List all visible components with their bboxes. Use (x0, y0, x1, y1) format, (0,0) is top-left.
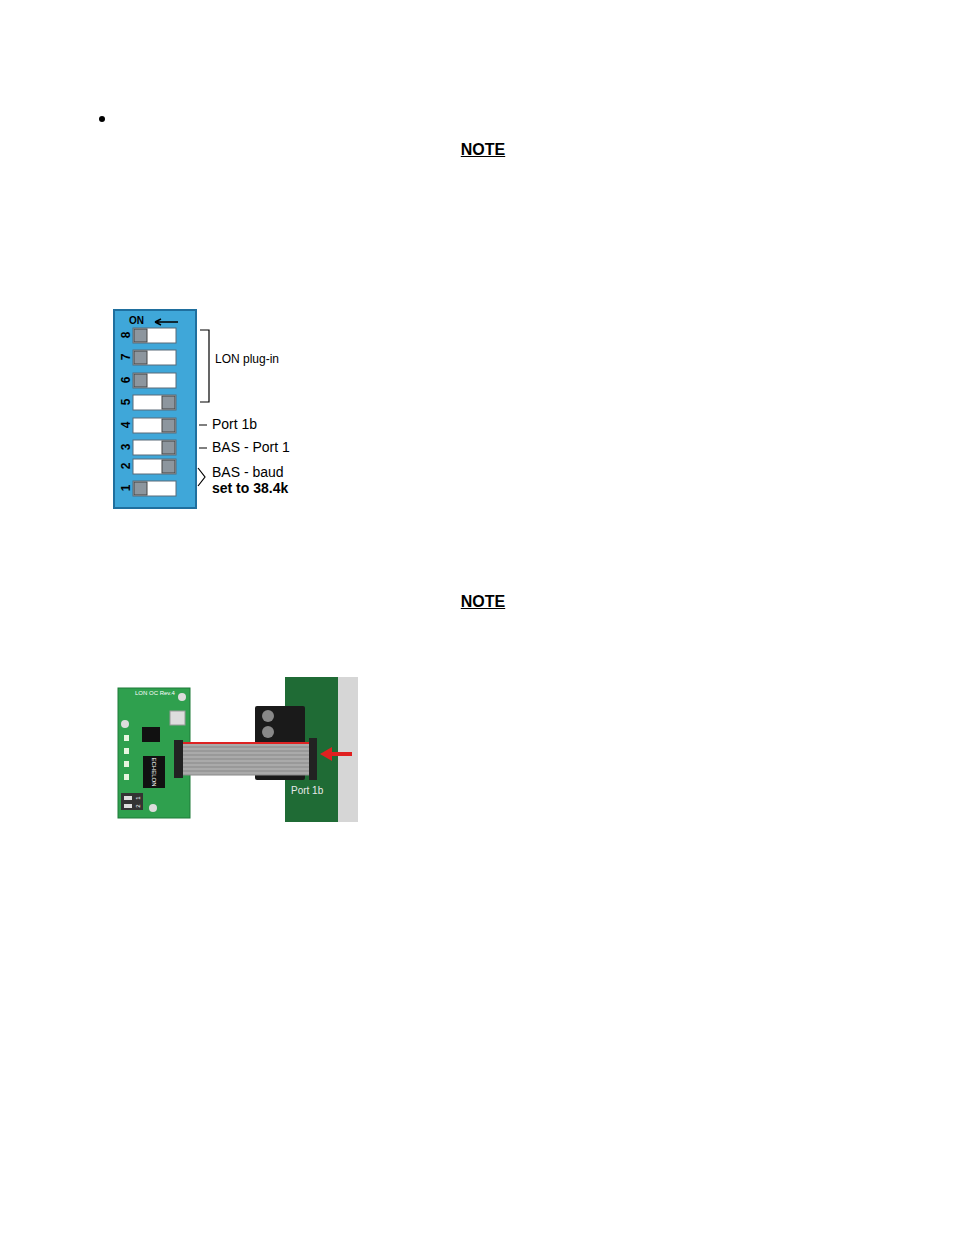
echelon-chip (143, 756, 165, 788)
label: 2 (120, 463, 132, 470)
label: 2 (135, 804, 141, 807)
label: 6 (120, 377, 132, 384)
ribbon-red-wire (183, 742, 311, 744)
terminal-screw (262, 726, 274, 738)
small-switch (121, 793, 143, 810)
red-arrow-head (320, 747, 332, 761)
component (170, 711, 185, 725)
connector (174, 740, 183, 778)
lon-board (118, 688, 190, 818)
note-heading: NOTE (461, 594, 505, 610)
ribbon-cable (183, 743, 311, 775)
dip-switch-body (114, 310, 196, 508)
tick-lines (199, 425, 207, 448)
label: ECHELON (151, 757, 157, 786)
label: LON OC Rev.4 (135, 690, 175, 696)
label: 1 (120, 485, 132, 492)
label: 7 (120, 354, 132, 361)
label: Port 1b (291, 786, 323, 796)
mount-hole (178, 693, 186, 701)
red-arrow (330, 752, 352, 756)
bullet (99, 116, 105, 122)
label: 1 (135, 796, 141, 799)
label: 5 (120, 399, 132, 406)
ribbon-stripes (183, 747, 311, 775)
label: Port 1b (212, 417, 257, 431)
label: 3 (120, 444, 132, 451)
angle-bracket (198, 468, 205, 486)
switch-knob (124, 796, 132, 800)
label: LON plug-in (215, 353, 279, 365)
panel-edge (338, 677, 358, 822)
bracket (200, 330, 209, 402)
terminal-screw (262, 710, 274, 722)
label: 4 (120, 422, 132, 429)
label: BAS - baud (212, 465, 284, 479)
label: set to 38.4k (212, 481, 288, 495)
leds (124, 735, 129, 780)
switch-knob (124, 804, 132, 808)
chip (142, 727, 160, 742)
on-arrow (155, 319, 178, 325)
label: ON (129, 316, 144, 326)
mount-hole (121, 720, 129, 728)
connector (309, 738, 317, 780)
dip-switches (133, 328, 176, 496)
mount-hole (149, 804, 157, 812)
label: 8 (120, 332, 132, 339)
label: BAS - Port 1 (212, 440, 290, 454)
note-heading: NOTE (461, 142, 505, 158)
